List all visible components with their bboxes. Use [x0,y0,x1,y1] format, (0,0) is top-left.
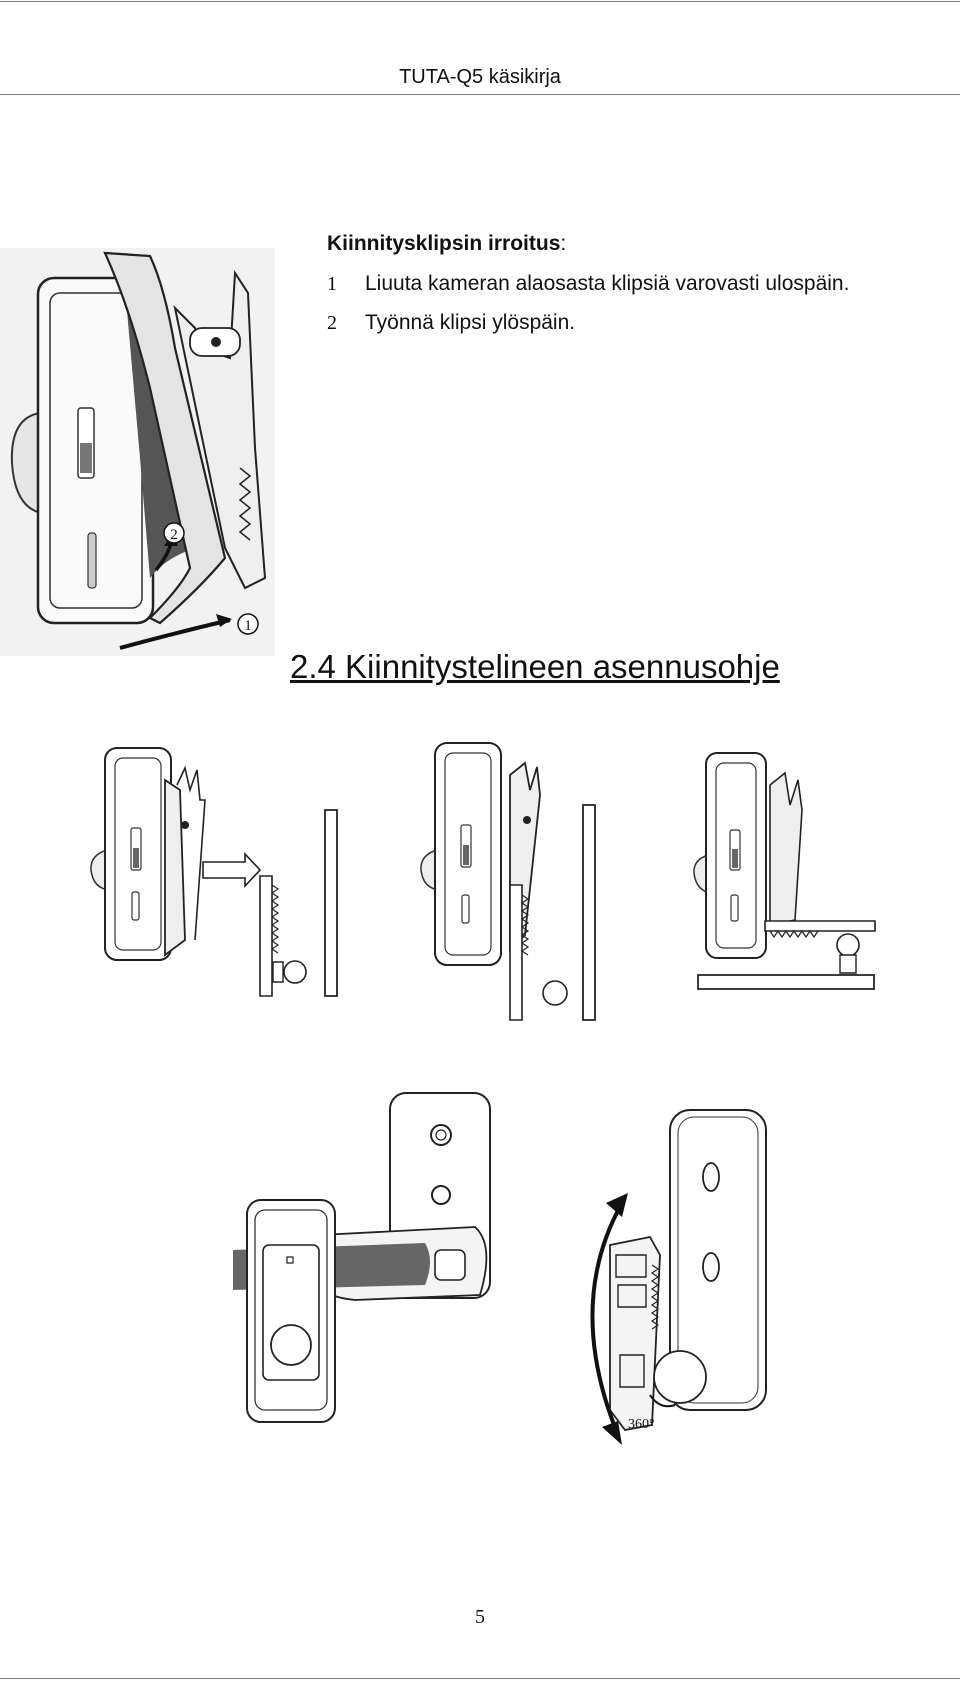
clip-removal-illustration: 2 1 [0,248,275,656]
install-step-3-illustration [690,745,880,1005]
header-rule [0,94,960,95]
clip-on-bracket-illustration [233,1085,510,1425]
step-number: 2 [327,312,337,334]
step-1: 1 Liuuta kameran alaosasta klipsiä varova… [327,272,849,296]
removal-title: Kiinnitysklipsin irroitus: [327,232,566,256]
section-title: 2.4 Kiinnitystelineen asennusohje [290,648,780,685]
top-rule [0,1,960,2]
figure-marker-2: 2 [170,527,178,543]
install-step-2-illustration [415,735,615,1025]
install-step-1-illustration [85,740,345,1000]
step-text: Liuuta kameran alaosasta klipsiä varovas… [365,272,850,295]
step-2: 2 Työnnä klipsi ylöspäin. [327,311,575,335]
step-number: 1 [327,273,337,295]
rotation-360-illustration: 360° [580,1105,780,1445]
removal-title-bold: Kiinnitysklipsin irroitus [327,232,561,255]
removal-title-suffix: : [560,232,567,255]
header-title: TUTA-Q5 käsikirja [399,66,561,88]
page-number: 5 [475,1606,485,1628]
rotation-label: 360° [628,1417,655,1432]
step-text: Työnnä klipsi ylöspäin. [365,311,576,334]
figure-marker-1: 1 [244,618,252,634]
bottom-rule [0,1678,960,1679]
